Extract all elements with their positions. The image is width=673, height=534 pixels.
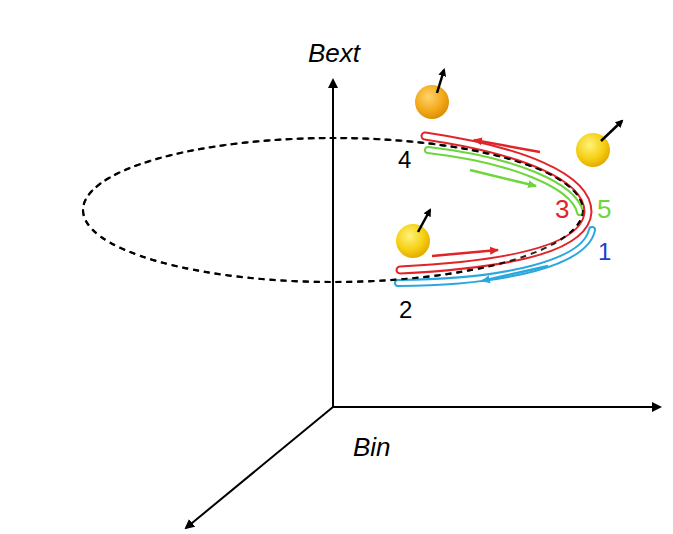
step-number: 5 — [597, 196, 611, 222]
axes — [186, 80, 660, 528]
step-number: 4 — [398, 148, 411, 172]
step-number: 3 — [555, 196, 569, 222]
step-number: 1 — [598, 240, 611, 264]
paths — [83, 136, 592, 283]
axis-label: Bext — [308, 40, 360, 66]
axis-label: Bin — [353, 434, 391, 460]
spins — [396, 70, 622, 258]
step-number: 2 — [399, 298, 412, 322]
